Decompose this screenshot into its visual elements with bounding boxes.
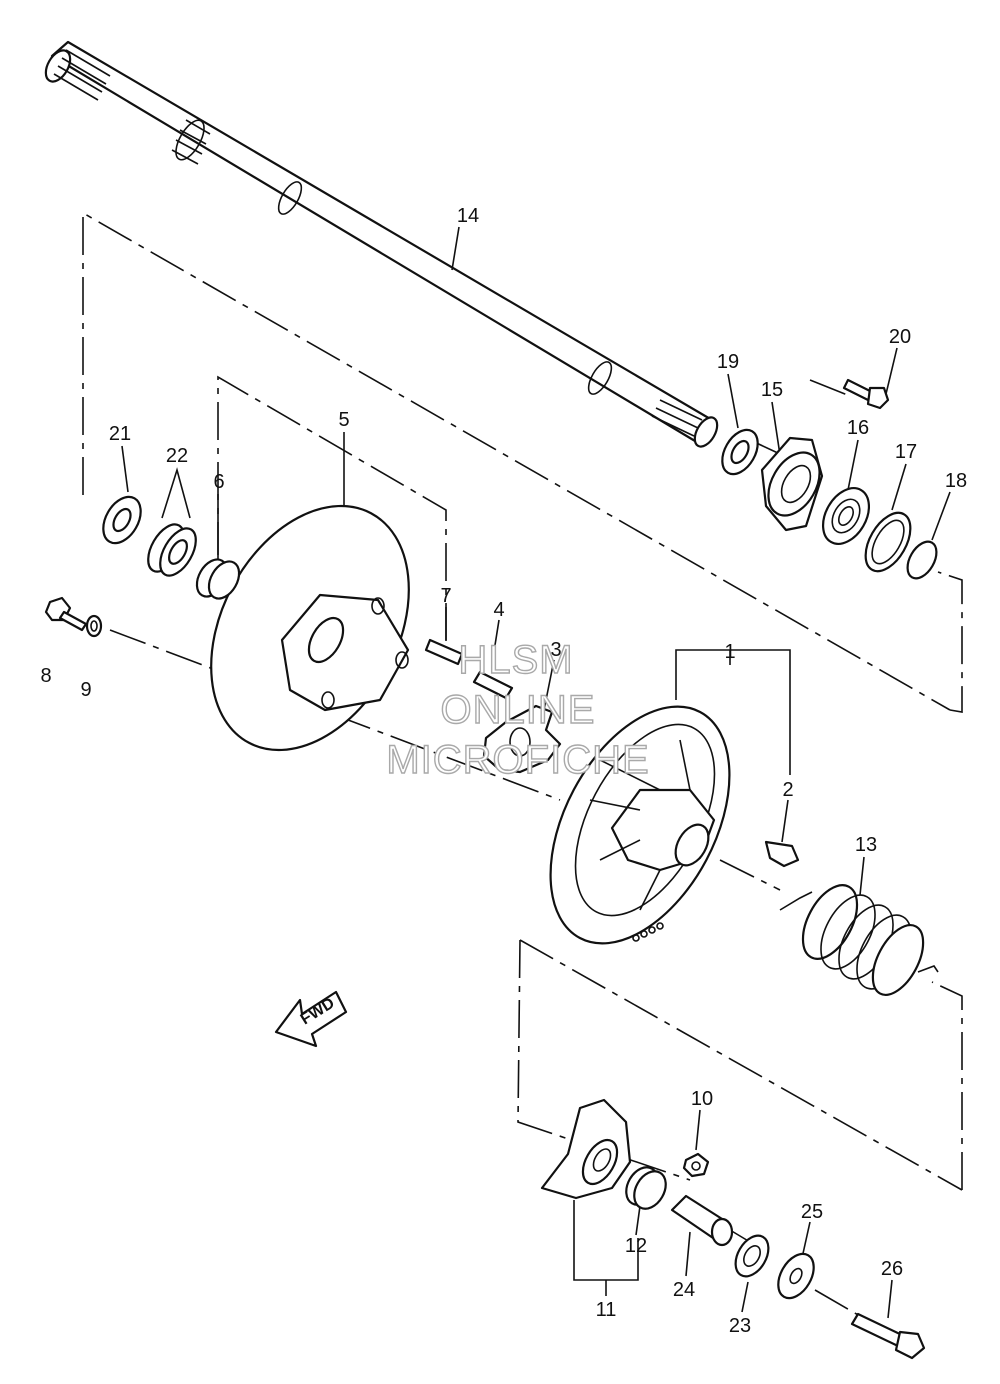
- label-part-9: 9: [80, 679, 92, 701]
- label-part-4: 4: [493, 599, 505, 621]
- label-part-17: 17: [894, 441, 918, 463]
- bolt-20: [842, 378, 890, 410]
- bolt-4: [472, 670, 514, 700]
- bushing-6: [195, 558, 241, 600]
- collar-22: [147, 523, 197, 577]
- spacer-24: [670, 1194, 734, 1247]
- plate-3: [482, 704, 562, 774]
- label-part-7: 7: [440, 585, 452, 607]
- label-part-3: 3: [550, 639, 562, 661]
- label-part-15: 15: [760, 379, 784, 401]
- label-part-22: 22: [165, 445, 189, 467]
- label-part-20: 20: [888, 326, 912, 348]
- fwd-arrow: [274, 990, 348, 1048]
- label-part-12: 12: [624, 1235, 648, 1257]
- label-part-16: 16: [846, 417, 870, 439]
- label-part-8: 8: [40, 665, 52, 687]
- bolt-26: [850, 1312, 926, 1360]
- movable-sheave: [549, 705, 731, 945]
- watermark-line-2: ONLINE: [440, 688, 596, 732]
- label-part-18: 18: [944, 470, 968, 492]
- label-part-10: 10: [690, 1088, 714, 1110]
- label-part-26: 26: [880, 1258, 904, 1280]
- circlip-17: [864, 511, 912, 573]
- bracket-11: [540, 1098, 632, 1200]
- label-part-24: 24: [672, 1279, 696, 1301]
- washer-25: [777, 1252, 815, 1300]
- label-part-6: 6: [213, 471, 225, 493]
- bearing-housing-15: [760, 436, 824, 532]
- label-part-14: 14: [456, 205, 480, 227]
- label-part-1: 1: [724, 641, 736, 663]
- bearing-12: [625, 1166, 667, 1210]
- label-part-19: 19: [716, 351, 740, 373]
- washer-23: [734, 1234, 770, 1278]
- circlip-18: [906, 540, 938, 580]
- label-part-21: 21: [108, 423, 132, 445]
- leader-lines: [121, 226, 951, 1319]
- drive-shaft: [44, 40, 719, 448]
- bolt-8: [44, 596, 88, 632]
- label-part-5: 5: [338, 409, 350, 431]
- label-part-2: 2: [782, 779, 794, 801]
- watermark-line-3: MICROFICHE: [386, 738, 650, 782]
- fixed-sheave: [210, 504, 410, 752]
- label-part-23: 23: [728, 1315, 752, 1337]
- washer-19: [721, 428, 759, 476]
- spring-13: [779, 884, 939, 996]
- stud-7: [424, 638, 464, 666]
- washer-9: [85, 614, 103, 638]
- label-part-13: 13: [854, 834, 878, 856]
- bearing-16: [821, 487, 871, 545]
- nut-10: [682, 1152, 710, 1178]
- slider-2: [764, 840, 800, 868]
- label-part-11: 11: [595, 1299, 617, 1321]
- watermark-line-1: HLSM: [458, 638, 574, 682]
- label-part-25: 25: [800, 1201, 824, 1223]
- washer-21: [102, 495, 142, 545]
